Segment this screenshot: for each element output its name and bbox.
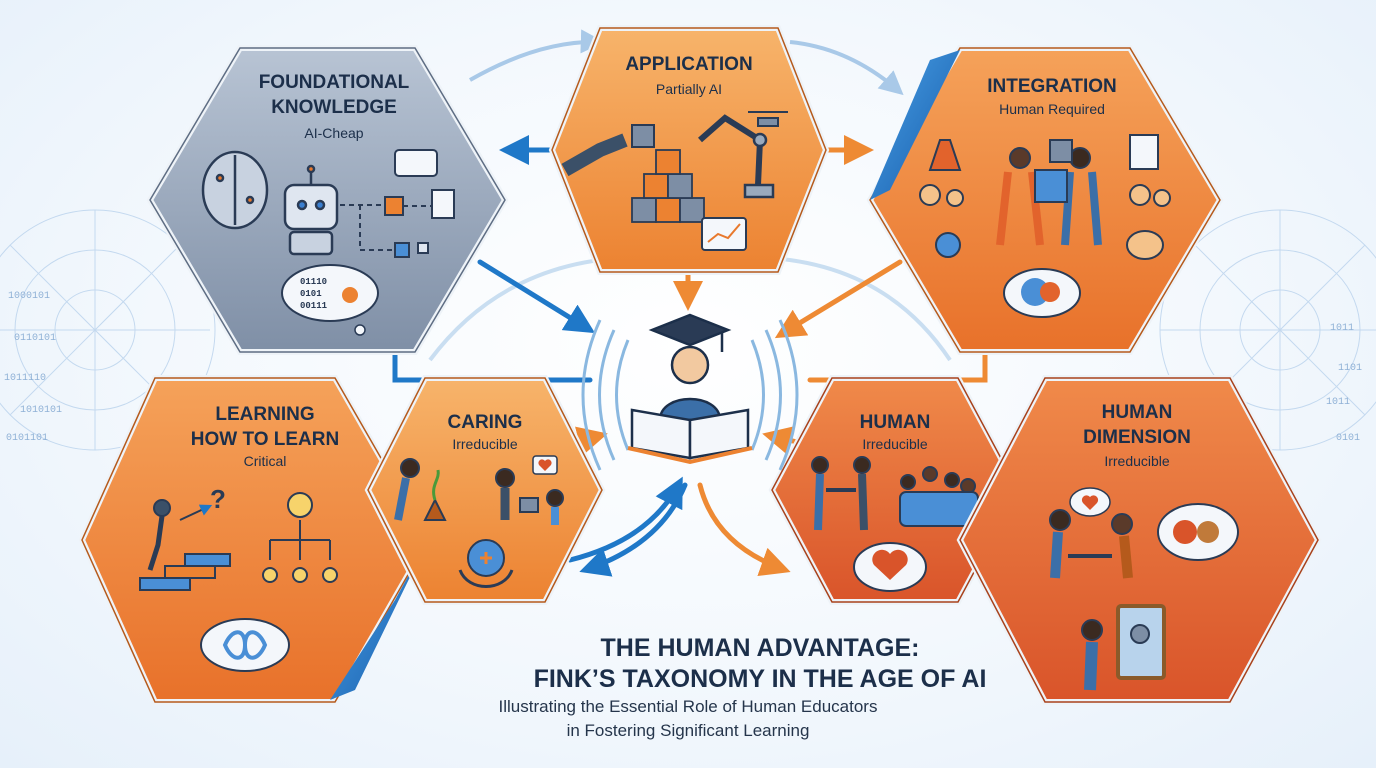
hex-human-subtitle: Irreducible [862,436,928,452]
mentor-student-icon [495,468,564,525]
svg-text:00111: 00111 [300,301,328,311]
hex-application-subtitle: Partially AI [656,81,722,97]
hex-learning-title-line1: LEARNING [215,404,314,425]
svg-text:0101101: 0101101 [6,433,48,444]
infinity-thought-bubble [200,618,290,672]
hex-human-dimension-subtitle: Irreducible [1104,453,1170,469]
robotic-arm-icon [698,114,775,199]
climbing-books-icon [139,499,231,591]
hex-foundational-subtitle: AI-Cheap [304,125,363,141]
hex-human-title: HUMAN [860,412,931,433]
brain-icon [201,150,269,230]
center-educator [581,313,799,471]
svg-text:1011: 1011 [1330,323,1354,334]
mirror-reflection-icon [1081,604,1166,691]
flask-icon [928,139,962,258]
question-marks-icon: ? [210,484,226,514]
hex-foundational-knowledge: 01110 0101 00111 FOUNDATIONAL KNOWLEDGE … [146,45,509,355]
heart-chat-icon [532,455,558,475]
palette-icon [1126,230,1164,260]
heading-line2: FINK’S TAXONOMY IN THE AGE OF AI [534,665,987,693]
hex-human-dimension-title-line2: DIMENSION [1083,427,1191,448]
gear-icon [919,184,1171,207]
open-book-icon [627,408,753,465]
heading-subtitle-line1: Illustrating the Essential Role of Human… [499,697,878,716]
heading-line1: THE HUMAN ADVANTAGE: [601,634,920,662]
brain-thought-bubble [1003,268,1081,318]
code-thought-bubble: 01110 0101 00111 [281,264,379,336]
svg-text:1011: 1011 [1326,397,1350,408]
hex-integration-title: INTEGRATION [987,76,1116,97]
lightbulb-tree-icon [262,492,338,583]
cube-stack-icon [631,149,705,223]
hex-integration: INTEGRATION Human Required [866,45,1224,355]
flow-chart-icon [340,149,455,258]
hex-application-title: APPLICATION [625,54,752,75]
tablet-chart-icon [701,217,747,251]
svg-text:0101: 0101 [300,289,322,299]
heading-subtitle-line2: in Fostering Significant Learning [567,721,810,740]
svg-text:1011110: 1011110 [4,373,46,384]
hex-human-dimension: HUMAN DIMENSION Irreducible [956,375,1322,705]
heart-brain-thought-bubble [1157,503,1239,561]
globe-in-hands-icon [458,539,514,588]
signal-waves [581,319,799,471]
hand-holding-cube-icon [561,124,655,177]
graduate-icon [648,313,732,422]
svg-text:01110: 01110 [300,277,327,287]
hex-application: APPLICATION Partially AI [548,25,830,275]
hex-human-dimension-title-line1: HUMAN [1102,402,1173,423]
gardening-person-icon [394,458,447,521]
handshake-people-icon [811,456,871,531]
svg-text:0101: 0101 [1336,433,1360,444]
network-decoration-right [1159,209,1376,451]
blue-accent-stripe [870,50,960,200]
binary-decoration-right: 1011 1101 1011 0101 [1326,323,1362,444]
hex-foundational-title-line1: FOUNDATIONAL [259,72,410,93]
svg-text:1000101: 1000101 [8,291,50,302]
people-puzzle-icon [996,139,1102,246]
hex-caring-title: CARING [448,412,523,433]
hex-caring-subtitle: Irreducible [452,436,518,452]
svg-text:0110101: 0110101 [14,333,56,344]
svg-text:1101: 1101 [1338,363,1362,374]
hex-integration-subtitle: Human Required [999,101,1105,117]
group-of-people-icon [899,466,979,527]
heart-speech-icon [1069,487,1111,517]
hex-caring: CARING Irreducible [364,375,606,605]
heart-thought-bubble [853,542,927,592]
drone-icon [748,111,788,127]
hex-learning-subtitle: Critical [244,453,287,469]
document-icon [1129,134,1159,170]
robot-icon [283,164,339,256]
two-people-connecting-icon [1049,509,1133,579]
binary-decoration-left: 1000101 0110101 1011110 1010101 0101101 [4,291,62,444]
hex-learning-title-line2: HOW TO LEARN [191,429,339,450]
hex-foundational-title-line2: KNOWLEDGE [271,97,397,118]
svg-text:1010101: 1010101 [20,405,62,416]
hex-human: HUMAN Irreducible [768,375,1022,605]
hex-learning-how-to-learn: ? LEARNING HOW TO LEARN Critical [78,375,432,705]
